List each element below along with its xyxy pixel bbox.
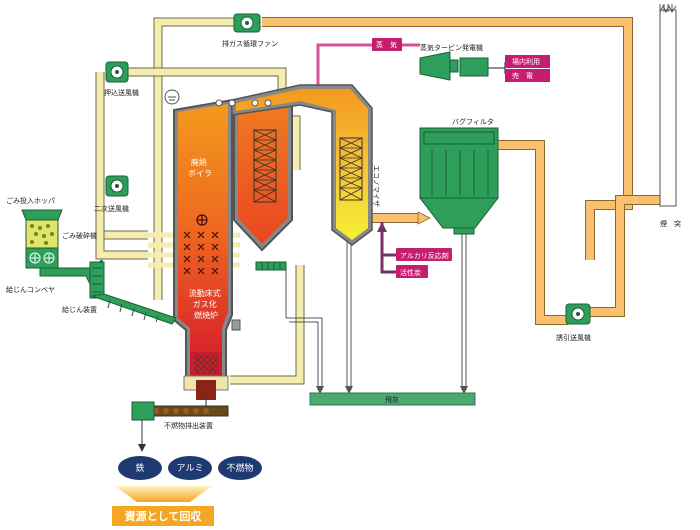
stack-label: 煙 突: [660, 219, 681, 228]
secondary-fan: [105, 175, 129, 197]
waste-hopper-label: ごみ投入ホッパ: [6, 196, 55, 205]
gasification-furnace: [164, 89, 241, 400]
waste-crusher-label: ごみ破砕機: [62, 231, 97, 240]
feed-conveyor: [39, 259, 177, 325]
fly-ash-lines: [286, 232, 467, 390]
push-fan: [105, 61, 129, 83]
steam-turbine-label: 蒸気タービン発電機: [420, 43, 483, 52]
incombustible-circle: [218, 456, 262, 480]
induced-fan: [565, 303, 591, 325]
exhaust-recirc-fan: [233, 13, 261, 33]
induced-fan-label: 誘引送風機: [556, 333, 591, 342]
push-fan-label: 押込送風機: [104, 88, 139, 97]
chimney: [659, 4, 677, 207]
gas-duct: [215, 84, 373, 246]
boiler-label: 廃熱 ボイラ: [188, 157, 212, 178]
incombustible-discharge-label: 不燃物排出装置: [164, 421, 213, 430]
aluminum-label: アルミ: [177, 464, 204, 474]
economizer-label: エコノマイザ: [372, 165, 380, 207]
chemical-injection: [377, 222, 452, 278]
incombustible-discharge-device: [131, 396, 229, 452]
steam-turbine-generator: [372, 38, 550, 82]
air-nozzles: [183, 214, 219, 275]
exhaust-recirc-fan-label: 排ガス循環ファン: [222, 39, 278, 48]
sell-power-label: 売 電: [512, 71, 533, 80]
feeder-label: 給じん装置: [62, 305, 97, 314]
furnace-label: 流動床式 ガス化 燃焼炉: [189, 288, 224, 320]
recovered-materials: [118, 456, 262, 480]
fly-ash-arrows: [316, 386, 468, 394]
aluminum-circle: [168, 456, 212, 480]
carbon-box: [396, 265, 428, 278]
feed-conveyor-label: 給じんコンベヤ: [6, 285, 55, 294]
waste-hopper: [21, 209, 63, 269]
air-pipe-network: [95, 17, 305, 385]
recovery-banner-label: 資源として回収: [125, 509, 203, 523]
steam-label: 蒸 気: [376, 40, 397, 49]
iron-label: 鉄: [135, 462, 144, 474]
bag-filter: [418, 127, 500, 235]
fly-ash-label: 飛灰: [385, 395, 399, 404]
gas-pipe-network: [262, 17, 660, 325]
secondary-fan-label: 二次送風機: [94, 204, 129, 213]
onsite-use-label: 場内利用: [512, 57, 540, 66]
bag-filter-label: バグフィルタ: [452, 117, 494, 126]
iron-circle: [118, 456, 162, 480]
boiler-convection-section: [233, 99, 293, 318]
carbon-label: 活性炭: [400, 268, 421, 277]
fly-ash-bar: [309, 392, 476, 406]
recovery-banner: [112, 486, 214, 526]
alkali-label: アルカリ反応剤: [400, 251, 449, 260]
alkali-box: [396, 248, 452, 261]
incombustible-label: 不燃物: [226, 462, 253, 474]
